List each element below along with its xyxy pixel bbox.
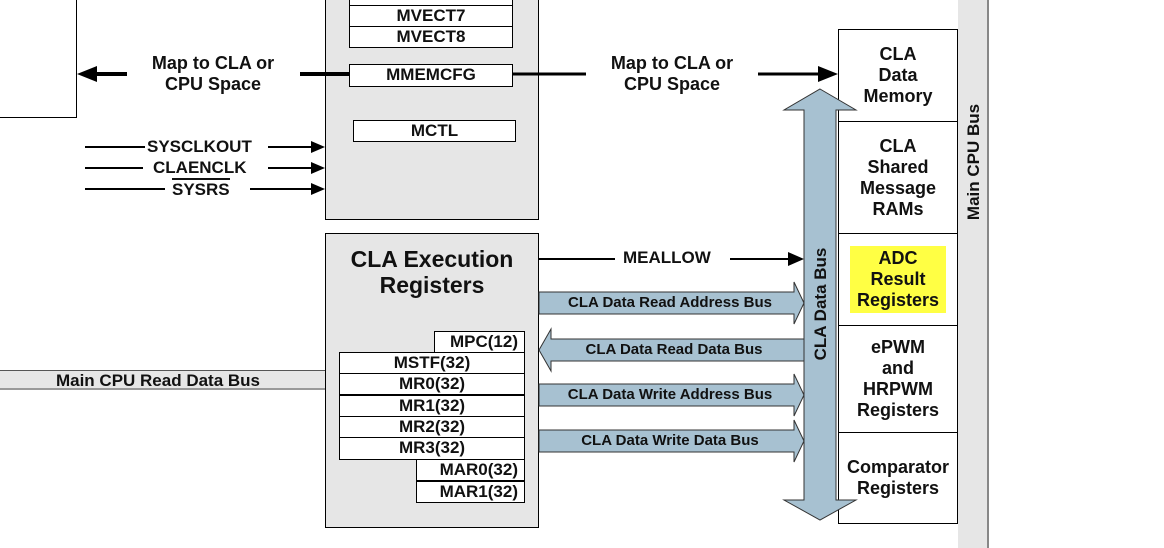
bus-label-write-data: CLA Data Write Data Bus: [581, 432, 759, 449]
memory-label: Data: [878, 65, 918, 85]
register-mvect8: MVECT8: [349, 26, 513, 48]
execution-title-line1: CLA Execution: [350, 246, 514, 272]
register-mpc: MPC(12): [434, 331, 525, 353]
register-mar1: MAR1(32): [416, 481, 525, 503]
signal-arrows: [85, 141, 325, 195]
main-cpu-read-data-bus: [0, 370, 326, 390]
main-cpu-bus: [958, 0, 989, 548]
claenclk-arrowhead: [311, 162, 325, 174]
memory-label: Message: [859, 177, 937, 198]
main-cpu-read-data-bus-label: Main CPU Read Data Bus: [55, 371, 261, 390]
memory-label: Registers: [856, 400, 940, 420]
register-mr3: MR3(32): [339, 437, 525, 460]
map-right-arrowhead: [818, 66, 838, 82]
sysrs-arrowhead: [311, 183, 325, 195]
memory-label: HRPWM: [862, 379, 933, 399]
left-partial-block: [0, 0, 77, 118]
map-to-cla-left-line2: CPU Space: [164, 74, 262, 94]
execution-title-line2: Registers: [379, 272, 485, 298]
sysclkout-arrowhead: [311, 141, 325, 153]
memory-label: Shared: [867, 156, 929, 177]
memory-label: and: [881, 358, 914, 378]
memory-label: ADC: [878, 248, 918, 268]
meallow-label: MEALLOW: [623, 248, 711, 267]
register-mr0: MR0(32): [339, 373, 525, 395]
memory-label: ePWM: [870, 337, 925, 357]
memory-label: Registers: [856, 478, 940, 498]
map-to-cla-right-line2: CPU Space: [623, 74, 721, 94]
meallow-arrowhead: [788, 252, 804, 266]
bus-arrow-write-data: [538, 419, 805, 463]
register-mr1: MR1(32): [339, 395, 525, 417]
bus-label-read-address: CLA Data Read Address Bus: [568, 294, 772, 311]
signal-sysrs: SYSRS: [172, 178, 230, 199]
memory-block-shared-message-rams: CLA Shared Message RAMs: [838, 121, 958, 234]
bus-label-read-data: CLA Data Read Data Bus: [585, 341, 763, 358]
register-mvect-top-edge: [349, 0, 513, 6]
memory-block-adc-result-registers: ADC Result Registers: [838, 233, 958, 326]
adc-highlight: ADC Result Registers: [850, 246, 946, 313]
memory-block-comparator-registers: Comparator Registers: [838, 432, 958, 524]
memory-label: Registers: [856, 290, 940, 310]
register-mar0: MAR0(32): [416, 459, 525, 481]
memory-label: Comparator: [846, 457, 949, 477]
memory-block-cla-data-memory: CLA Data Memory: [838, 29, 958, 122]
bus-label-write-address: CLA Data Write Address Bus: [567, 386, 773, 403]
register-mctl: MCTL: [353, 120, 516, 142]
memory-label: CLA: [879, 44, 917, 64]
signal-claenclk: CLAENCLK: [153, 158, 247, 177]
map-to-cla-right-line1: Map to CLA or: [610, 53, 734, 73]
bus-arrow-read-data: [538, 327, 805, 373]
map-to-cla-left-line1: Map to CLA or: [151, 53, 275, 73]
cla-data-bus-label: CLA Data Bus: [811, 247, 830, 361]
bus-arrow-read-address: [538, 281, 805, 325]
memory-label: Result: [870, 269, 926, 289]
signal-sysclkout: SYSCLKOUT: [147, 137, 252, 156]
memory-label: RAMs: [872, 198, 924, 219]
register-mmemcfg: MMEMCFG: [349, 64, 513, 87]
memory-label: Memory: [863, 86, 933, 106]
memory-label: CLA: [879, 135, 917, 156]
bus-arrow-write-address: [538, 373, 805, 417]
cla-data-bus-arrow: [782, 88, 858, 521]
map-left-arrowhead: [77, 66, 97, 82]
